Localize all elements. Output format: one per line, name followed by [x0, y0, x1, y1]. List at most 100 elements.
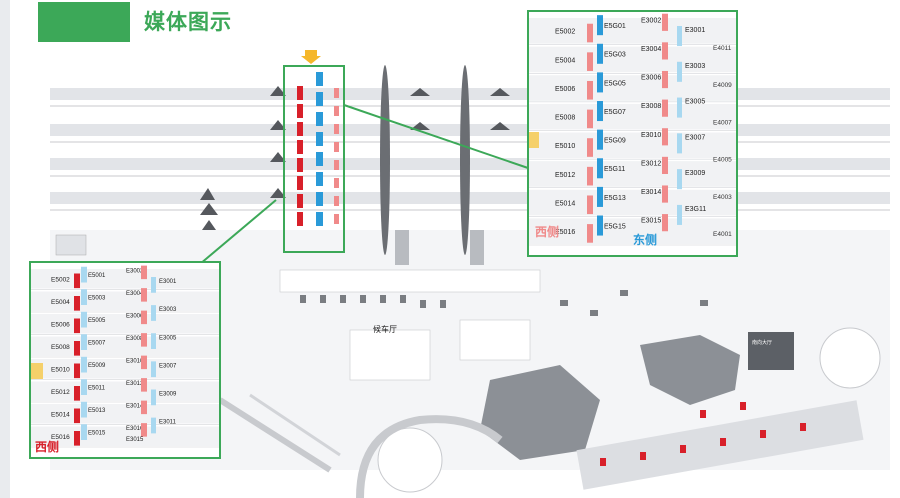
zoom-ad-mid — [597, 101, 603, 122]
zoom-ad-right — [151, 389, 156, 406]
zoom-code-mid: E5G07 — [604, 109, 626, 116]
column-oval — [380, 65, 390, 255]
header-accent-block — [38, 2, 130, 42]
zoom-code-mid: E5013 — [88, 408, 106, 414]
map-ad-red — [297, 212, 303, 226]
zoom-ad-west — [587, 109, 593, 129]
zoom-code-west: E5008 — [555, 115, 575, 122]
zoom-ad-mid — [81, 289, 87, 305]
zoom-code-far: E4001 — [713, 231, 732, 238]
zoom-ad-right — [677, 61, 682, 82]
zoom-code-east: E3010 — [126, 358, 144, 364]
zoom-code-mid: E5G09 — [604, 138, 626, 145]
zoom-code-right: E3003 — [685, 63, 705, 70]
zoom-code-right: E3007 — [159, 363, 177, 369]
zoom-floor-band — [529, 189, 736, 216]
zoom-ad-east — [662, 42, 668, 60]
label-waiting-hall: 候车厅 — [373, 324, 397, 334]
zoom-ad-right — [151, 333, 156, 349]
zoom-ad-east — [141, 423, 147, 437]
zoom-code-mid: E5G03 — [604, 52, 626, 59]
zoom-ad-west — [74, 273, 80, 289]
zoom-code-mid: E5015 — [88, 430, 106, 436]
zoom-ad-right — [151, 417, 156, 434]
zoom-code-mid: E5G01 — [604, 23, 626, 30]
zoom-ad-east — [662, 156, 668, 175]
platform-strip — [50, 88, 890, 100]
map-ad-blue — [316, 132, 323, 146]
zoom-floor-band — [529, 18, 736, 44]
map-ad-blue — [316, 72, 323, 86]
zoom-code-right: E3011 — [159, 420, 177, 426]
highlight-box — [283, 65, 345, 253]
zoom-left-svg: E5002E5004E5006E5008E5010E5012E5014E5016… — [31, 265, 219, 454]
zoom-code-east: E3002 — [126, 268, 144, 274]
map-ad-red — [297, 158, 303, 172]
map-ad-red — [297, 122, 303, 136]
zoom-ad-west — [587, 80, 593, 100]
platform-strip — [50, 124, 890, 136]
zoom-ad-mid — [81, 266, 87, 283]
column-oval — [460, 65, 470, 255]
zoom-code-right: E3001 — [685, 27, 705, 34]
map-ad-pink — [334, 196, 339, 206]
zoom-code-mid: E5001 — [88, 273, 106, 279]
zoom-ad-west — [587, 166, 593, 186]
zoom-code-far: E4011 — [713, 45, 732, 52]
zoom-code-east: E3006 — [126, 313, 144, 319]
zoom-ad-east — [141, 265, 147, 280]
zoom-code-east: E3015 — [641, 218, 661, 225]
zoom-floor-band — [529, 161, 736, 187]
zoom-code-right: E3001 — [159, 279, 177, 285]
map-ad-red — [297, 194, 303, 208]
zoom-ad-right — [677, 204, 682, 225]
label-east-side: 东侧 — [633, 232, 657, 247]
zoom-code-east: E3015 — [126, 437, 144, 443]
zoom-code-mid: E5G13 — [604, 195, 626, 202]
map-ad-blue — [316, 112, 323, 126]
zoom-code-mid: E5G15 — [604, 223, 626, 230]
zoom-ad-mid — [81, 379, 87, 395]
zoom-ad-mid — [81, 334, 87, 350]
zoom-code-west: E5006 — [51, 321, 70, 328]
zoom-code-mid: E5011 — [88, 385, 106, 391]
zoom-ad-east — [141, 400, 147, 415]
connector-right — [343, 104, 529, 169]
map-ad-blue — [316, 212, 323, 226]
zoom-ad-east — [141, 288, 147, 302]
zoom-ad-west — [587, 52, 593, 71]
zoom-code-west: E5012 — [51, 389, 70, 396]
zoom-ad-right — [677, 133, 682, 154]
zoom-code-east: E3014 — [641, 189, 661, 196]
zoom-ad-mid — [597, 72, 603, 93]
zoom-ad-east — [141, 355, 147, 370]
zoom-code-right: E3009 — [159, 392, 177, 398]
zoom-right-svg: E5002E5004E5006E5008E5010E5012E5014E5016… — [529, 13, 736, 247]
zoom-ad-west — [74, 318, 80, 334]
zoom-ad-mid — [81, 401, 87, 418]
zoom-ad-mid — [597, 158, 603, 179]
zoom-code-west: E5002 — [555, 29, 575, 36]
zoom-floor-band — [529, 75, 736, 101]
map-ad-pink — [334, 142, 339, 152]
zoom-ad-west — [74, 296, 80, 311]
page-title: 媒体图示 — [144, 11, 232, 34]
zoom-yellow-block — [31, 363, 43, 379]
zoom-code-west: E5014 — [51, 411, 70, 418]
zoom-floor-band — [529, 46, 736, 73]
zoom-ad-west — [74, 341, 80, 356]
zoom-code-far: E4009 — [713, 82, 732, 89]
zoom-ad-mid — [81, 311, 87, 328]
zoom-ad-east — [662, 13, 668, 31]
zoom-ad-east — [141, 333, 147, 347]
zoom-ad-right — [677, 97, 682, 118]
zoom-code-west: E5008 — [51, 344, 70, 351]
zoom-floor-band — [529, 218, 736, 244]
corridor-ads — [600, 402, 806, 466]
zoom-ad-east — [662, 185, 668, 203]
zoom-code-far: E4003 — [713, 194, 732, 201]
zoom-ad-east — [662, 99, 668, 117]
zoom-ad-east — [662, 214, 668, 232]
zoom-code-west: E5012 — [555, 172, 575, 179]
zoom-code-east: E3012 — [126, 381, 144, 387]
